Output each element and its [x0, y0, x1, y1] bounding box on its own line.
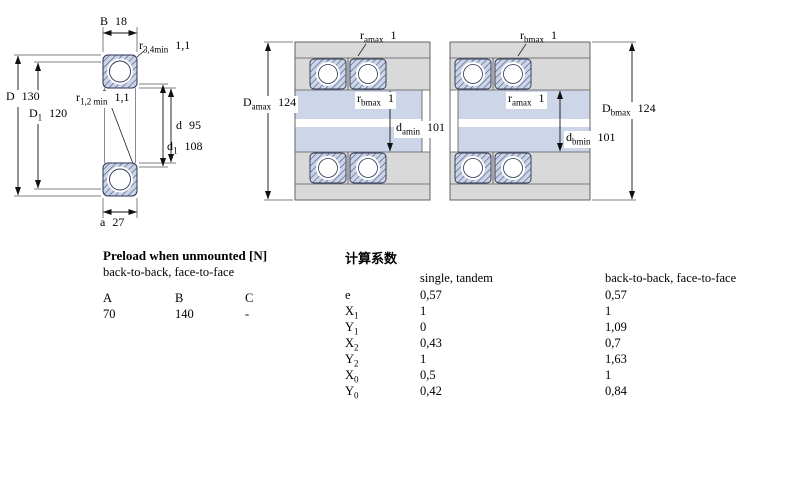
- calculation-factors-section: 计算系数 single, tandem back-to-back, face-t…: [345, 248, 775, 408]
- preload-header-a: A: [103, 291, 113, 305]
- preload-subtitle: back-to-back, face-to-face: [103, 265, 235, 279]
- factors-col1-header: single, tandem: [420, 271, 493, 285]
- bearing-cross-section-drawing: [14, 27, 176, 218]
- preload-value-c: -: [245, 307, 250, 321]
- factors-row-x2: X2 0,43 0,7: [345, 336, 621, 353]
- factors-row-e: e 0,57 0,57: [345, 288, 627, 302]
- factors-title: 计算系数: [345, 251, 398, 266]
- face-to-face-arrangement-drawing: [449, 41, 636, 201]
- preload-title: Preload when unmounted [N]: [103, 248, 268, 263]
- preload-value-a: 70: [103, 307, 116, 321]
- preload-header-b: B: [175, 291, 184, 305]
- preload-value-row: 70 140 -: [103, 307, 323, 323]
- factors-col2-header: back-to-back, face-to-face: [605, 271, 737, 285]
- preload-section: Preload when unmounted [N] back-to-back,…: [103, 248, 323, 338]
- preload-header-c: C: [245, 291, 254, 305]
- preload-header-row: A B C: [103, 291, 323, 307]
- factors-row-y0: Y0 0,42 0,84: [345, 384, 627, 401]
- preload-value-b: 140: [175, 307, 194, 321]
- factors-row-y2: Y2 1 1,63: [345, 352, 627, 369]
- factors-row-x0: X0 0,5 1: [345, 368, 612, 385]
- factors-row-x1: X1 1 1: [345, 304, 612, 321]
- factors-row-y1: Y1 0 1,09: [345, 320, 627, 337]
